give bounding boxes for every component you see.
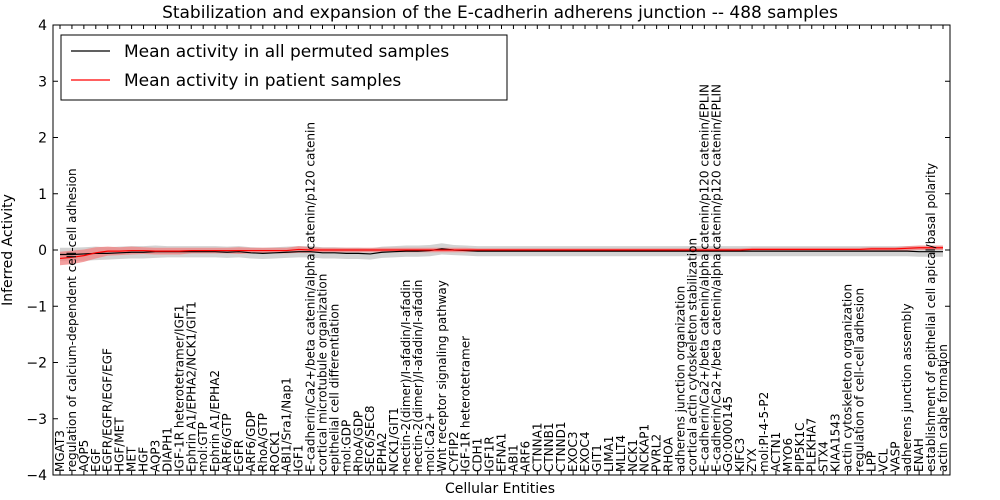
legend-label-permuted: Mean activity in all permuted samples xyxy=(124,42,449,62)
entity-label: CDH1 xyxy=(471,438,485,472)
y-tick-label: −4 xyxy=(26,468,47,484)
y-axis-label: Inferred Activity xyxy=(0,194,16,306)
entity-label: ABI1/Sra1/Nap1 xyxy=(280,377,294,472)
entity-label: IGF-1R heterotetramer xyxy=(459,336,473,472)
entity-label: EPHA2 xyxy=(375,432,389,472)
entity-label: NCK1/GIT1 xyxy=(387,407,401,472)
entity-label: EXOC3 xyxy=(566,432,580,473)
y-tick-label: −1 xyxy=(26,299,47,315)
entity-label: mol:GTP xyxy=(196,422,210,472)
entity-label: CYFIP2 xyxy=(447,431,461,472)
chart-title: Stabilization and expansion of the E-cad… xyxy=(162,3,838,23)
entity-label: IGF1 xyxy=(292,445,306,472)
entity-label: GO:0000145 xyxy=(721,396,735,472)
y-tick-label: 0 xyxy=(38,243,47,259)
entity-label: PIP5K1C xyxy=(793,422,807,472)
legend-label-patient: Mean activity in patient samples xyxy=(124,71,401,91)
entity-label: ENAH xyxy=(912,438,926,472)
entity-label: MET xyxy=(125,446,139,472)
x-axis-label: Cellular Entities xyxy=(445,481,555,497)
entity-label: RhoA/GTP xyxy=(256,413,270,472)
entity-label: ACTN1 xyxy=(769,432,783,472)
y-tick-label: −3 xyxy=(26,412,47,428)
legend: Mean activity in all permuted samples Me… xyxy=(60,34,508,101)
entity-label: VASP xyxy=(888,441,902,472)
entity-label: VCL xyxy=(876,448,890,472)
entity-label: adherens junction assembly xyxy=(900,303,914,472)
legend-box xyxy=(60,34,508,101)
y-tick-label: 1 xyxy=(38,187,47,203)
entity-label: GIT1 xyxy=(590,444,604,472)
entity-label: NCK1 xyxy=(626,439,640,472)
entity-label: regulation of cell-cell adhesion xyxy=(852,288,866,472)
entity-label: establishment of epithelial cell apical/… xyxy=(924,163,938,472)
y-tick-label: 4 xyxy=(38,18,47,34)
entity-label: EGFR xyxy=(232,440,246,472)
entity-label: IGF1R xyxy=(483,436,497,472)
entity-label: Ephrin A1/EPHA2/NCK1/GIT1 xyxy=(184,301,198,472)
entity-label: PLEKHA7 xyxy=(805,418,819,472)
entity-label: MYO6 xyxy=(781,438,795,472)
entity-label: E-cadherin/Ca2+/beta catenin/alpha caten… xyxy=(304,122,318,472)
entity-label: E-cadherin/Ca2+/beta catenin/alpha caten… xyxy=(697,84,711,472)
entity-label: EGF xyxy=(89,448,103,472)
entity-label: nectin-2(dimer)/I-afadin/I-afadin xyxy=(411,280,425,472)
entity-label: cortical microtubule organization xyxy=(316,274,330,472)
entity-label: STX4 xyxy=(817,441,831,472)
y-tick-label: 2 xyxy=(38,131,47,147)
entity-label: mol:PI-4-5-P2 xyxy=(757,392,771,472)
entity-label: ABI1 xyxy=(506,444,520,472)
entity-label: SEC6/SEC8 xyxy=(363,406,377,472)
entity-label: EFNA1 xyxy=(495,433,509,472)
entity-label: nectin-2(dimer)/I-afadin/I-afadin xyxy=(399,280,413,472)
entity-label: EGFR/EGFR/EGF/EGF xyxy=(101,348,115,472)
entity-label: CTNNB1 xyxy=(542,422,556,472)
entity-label: KIFC3 xyxy=(733,438,747,472)
entity-label: RHOA xyxy=(662,436,676,472)
entity-label: Ephrin A1/EPHA2 xyxy=(208,370,222,472)
entity-label: Wnt receptor signaling pathway xyxy=(435,280,449,472)
patient-line xyxy=(59,247,943,260)
entity-label: ARF6/GTP xyxy=(220,413,234,472)
entity-label: LIMA1 xyxy=(602,436,616,472)
entity-label: mol:Ca2+ xyxy=(423,412,437,472)
entity-label: ZYX xyxy=(745,448,759,472)
entity-label: epithelial cell differentiation xyxy=(327,304,341,472)
permuted-line xyxy=(60,248,943,256)
entity-label: NCKAP1 xyxy=(638,424,652,472)
entity-label: ROCK1 xyxy=(268,430,282,472)
entity-label: DIAPH1 xyxy=(160,427,174,472)
entity-label: MLLT4 xyxy=(614,435,628,472)
entity-label: ARF6 xyxy=(518,441,532,472)
entity-label: CTNNA1 xyxy=(530,422,544,472)
entity-label: actin cable formation xyxy=(936,344,950,472)
entity-label: CTNND1 xyxy=(554,421,568,472)
entity-label: MGAT3 xyxy=(53,430,67,472)
entity-label: mol:GDP xyxy=(339,420,353,472)
entity-label: LPP xyxy=(864,451,878,472)
entity-label: ARF6/GDP xyxy=(244,411,258,472)
entity-label: E-cadherin/Ca2+/beta catenin/alpha caten… xyxy=(709,84,723,472)
entity-label: adherens junction organization xyxy=(673,286,687,472)
entity-label: RhoA/GDP xyxy=(351,411,365,472)
entity-label: cortical actin cytoskeleton stabilizatio… xyxy=(685,238,699,472)
entity-label: actin cytoskeleton organization xyxy=(841,284,855,472)
entity-label: AQP5 xyxy=(77,440,91,472)
entity-label: IGF-1R heterotetramer/IGF1 xyxy=(172,305,186,472)
entity-label: HGF xyxy=(137,447,151,472)
entity-label: HGF/MET xyxy=(113,417,127,472)
entity-label: regulation of calcium-dependent cell-cel… xyxy=(65,168,79,472)
entity-label: EXOC4 xyxy=(578,432,592,473)
entity-label: PVRL2 xyxy=(650,434,664,472)
y-tick-label: 3 xyxy=(38,74,47,90)
entity-label: KIAA1543 xyxy=(829,413,843,472)
y-tick-label: −2 xyxy=(26,356,47,372)
entity-label: AQP3 xyxy=(148,440,162,472)
